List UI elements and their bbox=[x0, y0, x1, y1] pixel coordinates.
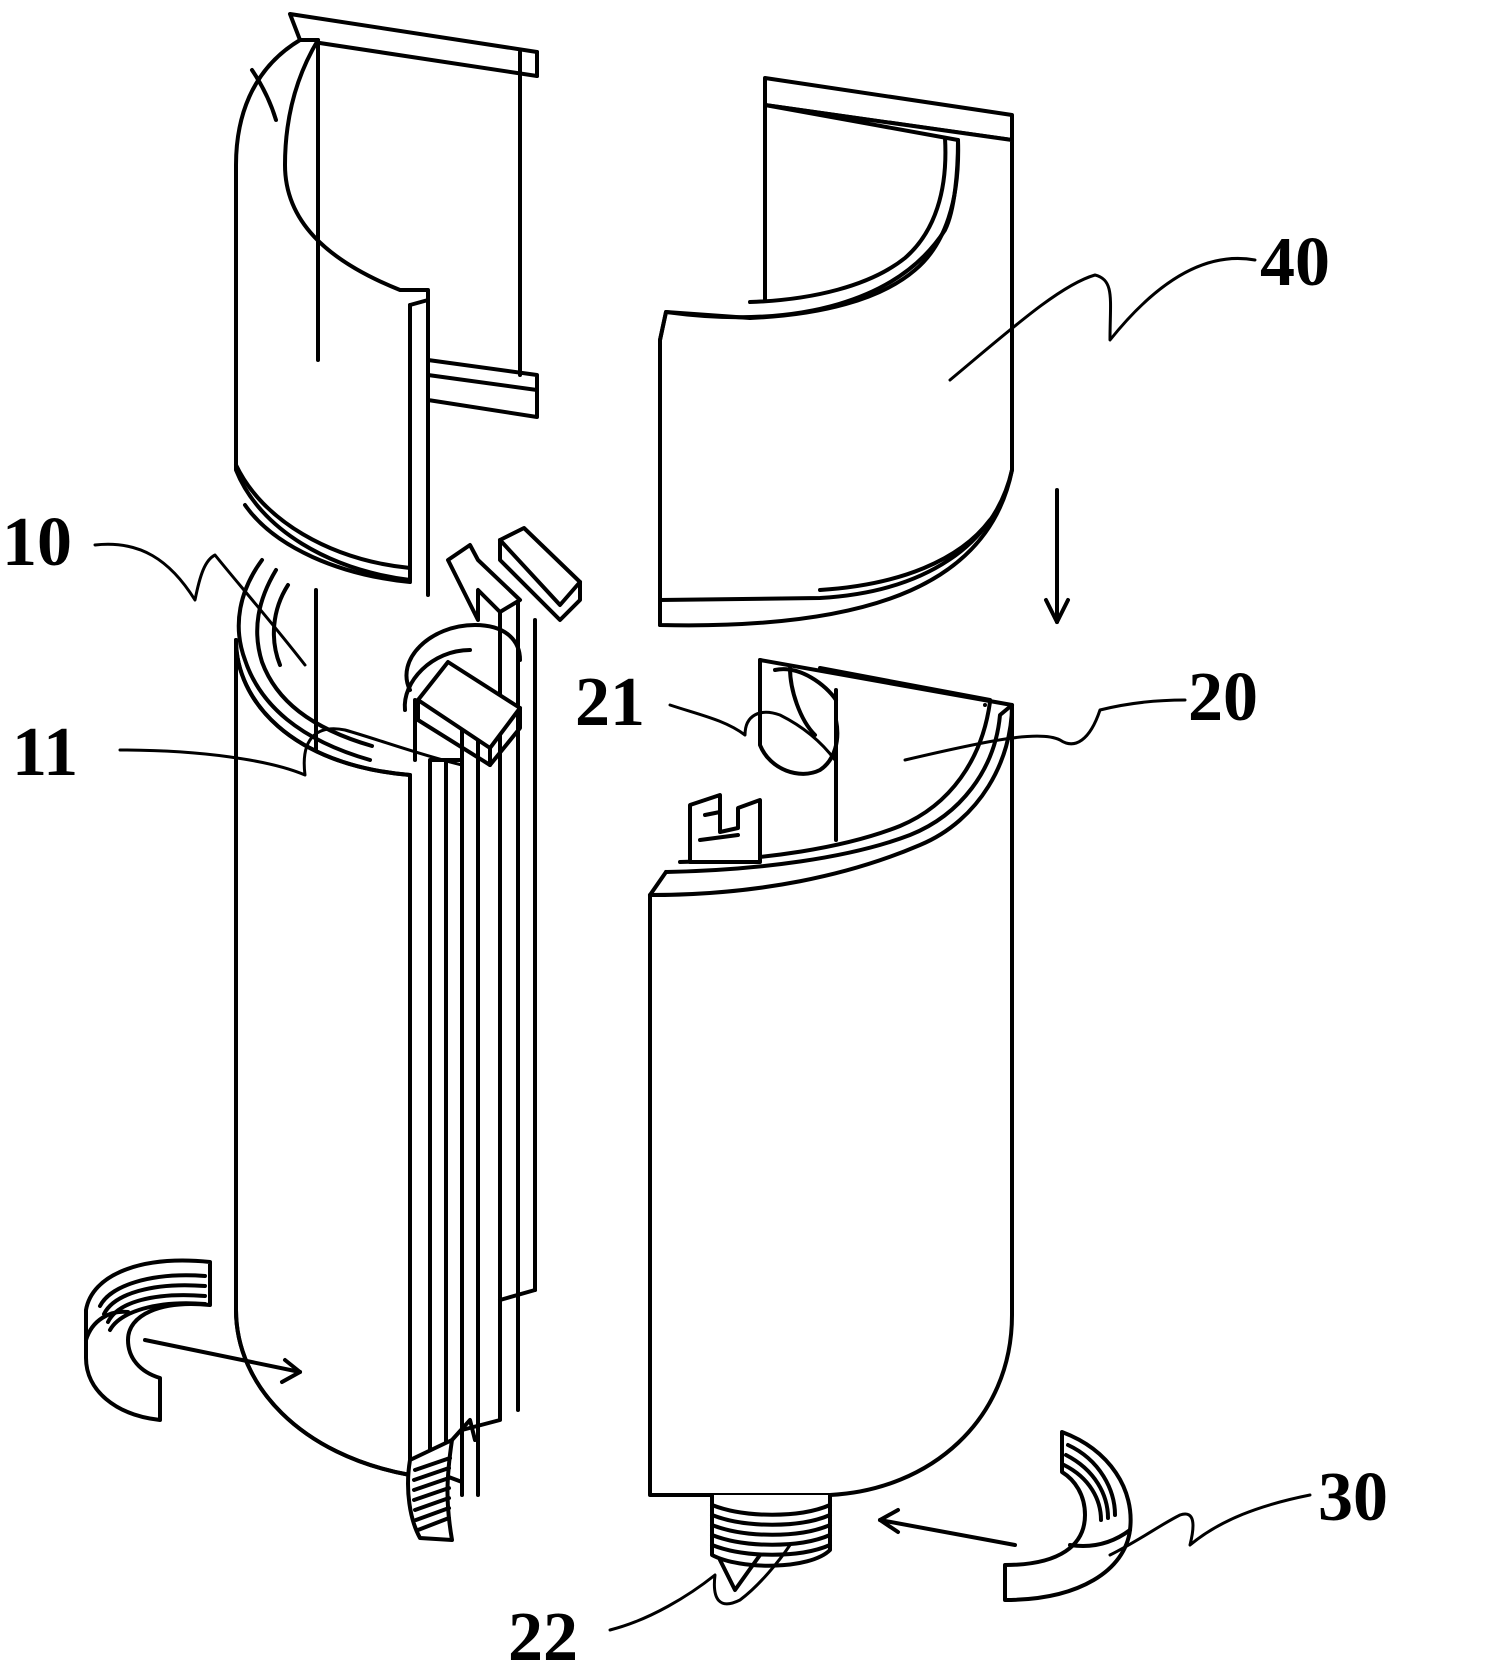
part-labels: 10 11 21 20 40 22 30 bbox=[2, 224, 1388, 1676]
leader-lines bbox=[93, 257, 1312, 1632]
leader-40 bbox=[948, 257, 1257, 382]
leader-21 bbox=[668, 703, 837, 762]
label-22: 22 bbox=[508, 1599, 578, 1675]
right-upper-shell bbox=[658, 76, 1014, 628]
left-lower-shell bbox=[234, 526, 582, 1542]
label-30: 30 bbox=[1318, 1459, 1388, 1536]
leader-20 bbox=[903, 698, 1187, 762]
leader-22 bbox=[608, 1543, 792, 1632]
label-10: 10 bbox=[2, 504, 72, 581]
left-upper-shell bbox=[234, 12, 539, 597]
leader-30 bbox=[1108, 1493, 1312, 1557]
label-40: 40 bbox=[1260, 224, 1330, 301]
assembly-arrow-down bbox=[1044, 488, 1070, 624]
label-21: 21 bbox=[575, 664, 645, 741]
leader-10 bbox=[93, 542, 307, 667]
leader-11 bbox=[118, 727, 464, 777]
label-20: 20 bbox=[1188, 659, 1258, 736]
right-c-ring bbox=[878, 1430, 1133, 1602]
left-c-ring bbox=[84, 1258, 302, 1422]
right-lower-shell bbox=[648, 658, 1014, 1592]
label-11: 11 bbox=[12, 714, 78, 791]
